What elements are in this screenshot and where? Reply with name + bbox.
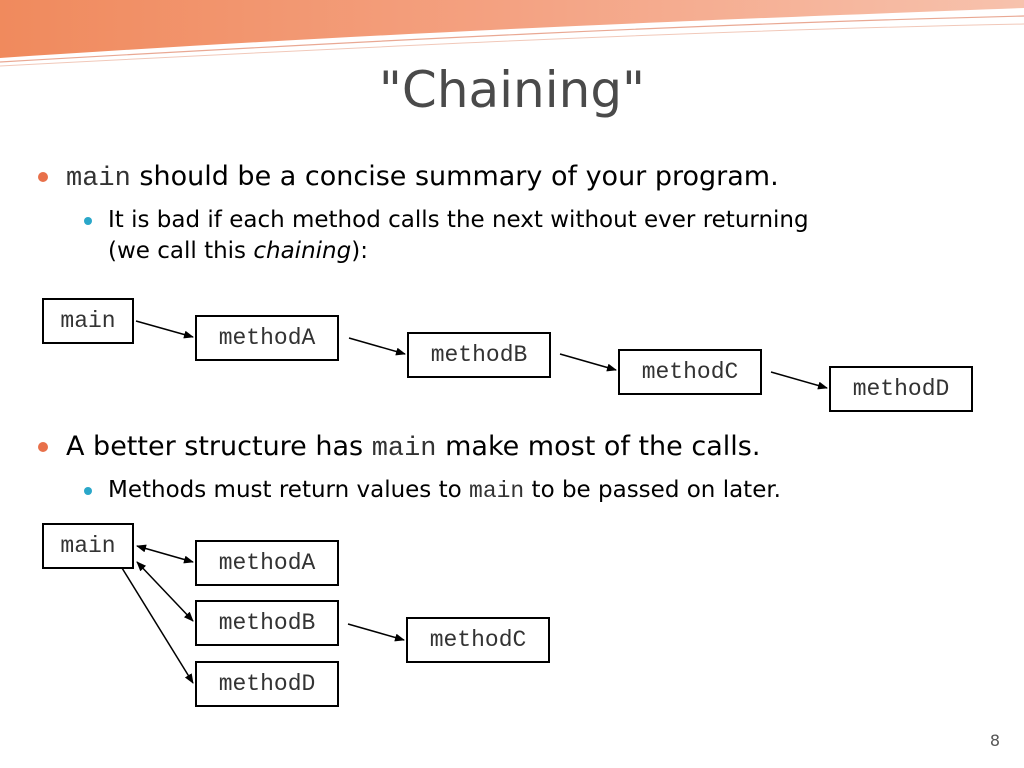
chaining-term: chaining <box>253 238 352 264</box>
sub-bullet-text-line1: It is bad if each method calls the next … <box>108 207 809 233</box>
slide-title: "Chaining" <box>378 61 646 119</box>
diagram2-node-methodA: methodA <box>195 540 339 586</box>
arrow-main-to-methodA <box>135 320 194 339</box>
code-main: main <box>371 434 437 464</box>
arrow-methodB-to-methodC <box>559 353 617 372</box>
bullet-text-after: make most of the calls. <box>436 431 761 462</box>
diagram1-node-methodA: methodA <box>195 315 339 361</box>
diagram1-node-methodC: methodC <box>618 349 762 395</box>
arrow-methodC-to-methodD <box>770 371 828 390</box>
bullet-dot-icon <box>38 172 48 182</box>
sub-bullet-text-before: Methods must return values to <box>108 477 470 503</box>
diagram1-node-methodB: methodB <box>407 332 551 378</box>
header-swoosh-decoration <box>0 0 1024 67</box>
diagram2-node-main: main <box>42 523 134 569</box>
arrow-main-methodD <box>121 567 194 684</box>
diagram2-node-methodB: methodB <box>195 600 339 646</box>
sub-bullet-dot-icon <box>84 487 92 495</box>
diagram1-node-main: main <box>42 298 134 344</box>
arrow-methodA-to-methodB <box>348 337 406 356</box>
sub-bullet-text-end: ): <box>351 238 368 264</box>
diagram2-node-methodC: methodC <box>406 617 550 663</box>
sub-bullet-text-after: to be passed on later. <box>524 477 781 503</box>
page-number: 8 <box>989 731 1000 750</box>
arrow-main-methodA <box>136 544 194 564</box>
sub-bullet-dot-icon <box>84 217 92 225</box>
bullet-item-2: A better structure has main make most of… <box>38 430 761 466</box>
diagram2-node-methodD: methodD <box>195 661 339 707</box>
code-main: main <box>469 478 525 504</box>
sub-bullet-item-1: It is bad if each method calls the next … <box>84 205 998 267</box>
bullet-text-before: A better structure has <box>66 431 372 462</box>
arrow-methodB-to-methodC <box>347 623 405 642</box>
arrow-main-methodB <box>136 561 194 622</box>
diagram1-node-methodD: methodD <box>829 366 973 412</box>
bullet-dot-icon <box>38 442 48 452</box>
bullet-item-1: main should be a concise summary of your… <box>38 160 779 196</box>
sub-bullet-item-2: Methods must return values to main to be… <box>84 475 781 507</box>
code-main: main <box>66 164 131 194</box>
bullet-text: should be a concise summary of your prog… <box>130 161 779 192</box>
sub-bullet-text-line2: (we call this <box>108 238 254 264</box>
